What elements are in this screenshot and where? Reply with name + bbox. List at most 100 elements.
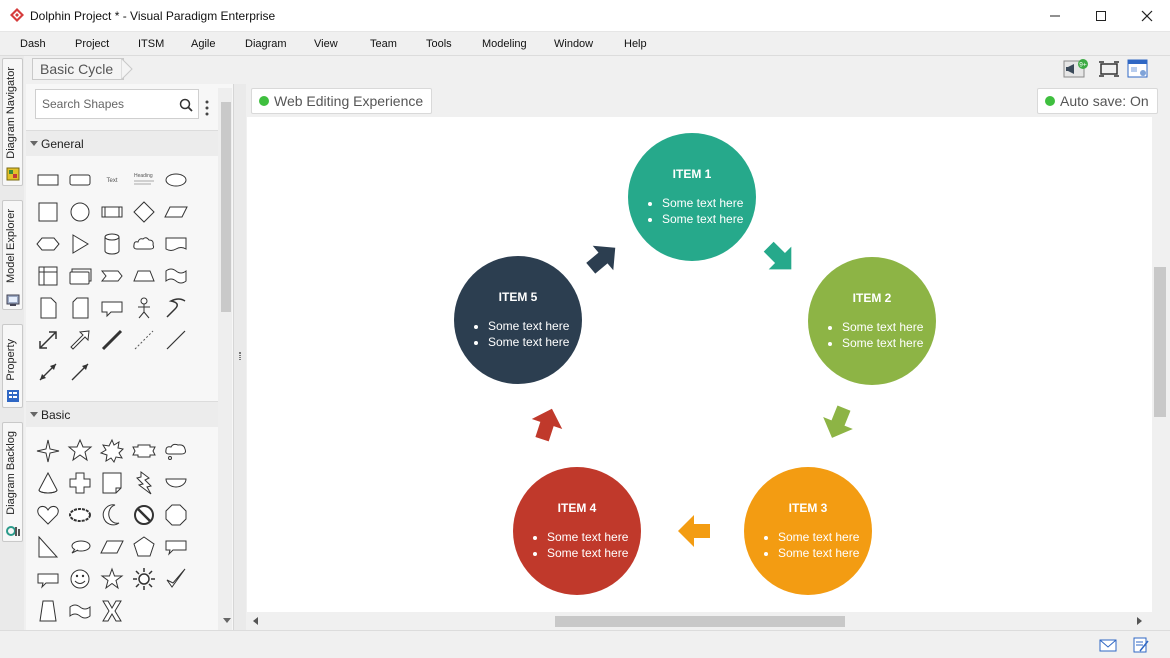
menu-project[interactable]: Project <box>75 38 110 50</box>
menu-itsm[interactable]: ITSM <box>138 38 165 50</box>
heart-shape[interactable] <box>32 499 64 531</box>
cone-shape[interactable] <box>32 467 64 499</box>
parallelogram-shape[interactable] <box>160 196 192 228</box>
notification-button[interactable]: 9+ <box>1063 59 1088 79</box>
moon-shape[interactable] <box>96 499 128 531</box>
scroll-down-arrow-icon[interactable] <box>223 618 231 623</box>
scroll-left-arrow-icon[interactable] <box>253 617 258 625</box>
menu-team[interactable]: Team <box>370 38 397 50</box>
diagram-settings-button[interactable] <box>1127 59 1149 79</box>
ribbon-shape[interactable] <box>128 435 160 467</box>
tab-model-explorer[interactable]: Model Explorer <box>2 200 23 310</box>
cross-shape[interactable] <box>64 467 96 499</box>
block-arrow-shape[interactable] <box>64 324 96 356</box>
menu-diagram[interactable]: Diagram <box>245 38 287 50</box>
tab-property[interactable]: Property <box>2 324 23 408</box>
rounded-rectangle-shape[interactable] <box>64 164 96 196</box>
diagram-canvas[interactable]: ITEM 1 Some text here Some text here ITE… <box>247 117 1152 612</box>
document-shape[interactable] <box>160 228 192 260</box>
cycle-arrow-5-to-1[interactable] <box>575 230 631 286</box>
chevron-shape[interactable] <box>96 260 128 292</box>
scalloped-shape[interactable] <box>64 499 96 531</box>
canvas-vertical-scroll-thumb[interactable] <box>1154 267 1166 417</box>
dashed-line-shape[interactable] <box>128 324 160 356</box>
cloud-shape[interactable] <box>128 228 160 260</box>
diamond-shape[interactable] <box>128 196 160 228</box>
menu-modeling[interactable]: Modeling <box>482 38 527 50</box>
section-general[interactable]: General <box>26 130 218 156</box>
line-shape[interactable] <box>160 324 192 356</box>
mail-icon[interactable] <box>1099 637 1117 653</box>
octagon-shape[interactable] <box>160 499 192 531</box>
rect-callout-shape[interactable] <box>160 531 192 563</box>
speech-bubble-shape[interactable] <box>32 563 64 595</box>
rectangle-shape[interactable] <box>32 164 64 196</box>
search-icon[interactable] <box>179 98 193 112</box>
curve-connector-shape[interactable] <box>160 292 192 324</box>
menu-tools[interactable]: Tools <box>426 38 452 50</box>
web-editing-badge[interactable]: Web Editing Experience <box>251 88 433 114</box>
smiley-shape[interactable] <box>64 563 96 595</box>
heading-shape[interactable]: Heading <box>128 164 160 196</box>
arrow-line-shape[interactable] <box>64 356 96 388</box>
four-point-star-shape[interactable] <box>32 435 64 467</box>
note-shape[interactable] <box>32 292 64 324</box>
menu-window[interactable]: Window <box>554 38 594 50</box>
hexagon-shape[interactable] <box>32 228 64 260</box>
fit-diagram-button[interactable] <box>1098 59 1120 79</box>
canvas-horizontal-scroll-thumb[interactable] <box>555 616 845 627</box>
ellipse-shape[interactable] <box>160 164 192 196</box>
circle-shape[interactable] <box>64 196 96 228</box>
cycle-arrow-4-to-5[interactable] <box>522 399 572 449</box>
folded-corner-shape[interactable] <box>96 467 128 499</box>
canvas-vertical-scrollbar[interactable] <box>1152 117 1168 612</box>
five-point-star-shape[interactable] <box>96 563 128 595</box>
burst-shape[interactable] <box>96 435 128 467</box>
text-shape[interactable]: Text <box>96 164 128 196</box>
cycle-item-2[interactable]: ITEM 2 Some text here Some text here <box>808 257 936 385</box>
cycle-item-4[interactable]: ITEM 4 Some text here Some text here <box>513 467 641 595</box>
trapezoid-shape[interactable] <box>128 260 160 292</box>
cylinder-shape[interactable] <box>96 228 128 260</box>
edit-note-icon[interactable] <box>1132 637 1150 653</box>
table-shape[interactable] <box>32 260 64 292</box>
no-symbol-shape[interactable] <box>128 499 160 531</box>
pentagon-shape[interactable] <box>128 531 160 563</box>
menu-help[interactable]: Help <box>624 38 647 50</box>
skewed-rectangle-shape[interactable] <box>96 531 128 563</box>
cycle-arrow-3-to-4[interactable] <box>674 511 714 551</box>
cycle-item-1[interactable]: ITEM 1 Some text here Some text here <box>628 133 756 261</box>
cycle-arrow-2-to-3[interactable] <box>812 397 864 449</box>
menu-dash[interactable]: Dash <box>20 38 46 50</box>
cycle-item-3[interactable]: ITEM 3 Some text here Some text here <box>744 467 872 595</box>
wave-shape[interactable] <box>160 260 192 292</box>
arrow-both-ends-shape[interactable] <box>32 356 64 388</box>
section-basic[interactable]: Basic <box>26 401 218 427</box>
shapes-panel-scroll-thumb[interactable] <box>221 102 231 312</box>
breadcrumb[interactable]: Basic Cycle <box>32 58 125 80</box>
process-shape[interactable] <box>96 196 128 228</box>
tab-diagram-navigator[interactable]: Diagram Navigator <box>2 58 23 186</box>
tall-trapezoid-shape[interactable] <box>32 595 64 627</box>
search-shapes-input[interactable] <box>42 96 178 112</box>
thick-line-shape[interactable] <box>96 324 128 356</box>
sun-shape[interactable] <box>128 563 160 595</box>
callout-shape[interactable] <box>96 292 128 324</box>
cycle-arrow-1-to-2[interactable] <box>752 230 809 287</box>
panel-splitter[interactable] <box>234 84 246 630</box>
x-shape[interactable] <box>96 595 128 627</box>
more-options-icon[interactable] <box>204 99 210 117</box>
scroll-right-arrow-icon[interactable] <box>1137 617 1142 625</box>
actor-shape[interactable] <box>128 292 160 324</box>
canvas-horizontal-scrollbar[interactable] <box>247 612 1152 630</box>
half-circle-shape[interactable] <box>160 467 192 499</box>
tab-diagram-backlog[interactable]: Diagram Backlog <box>2 422 23 542</box>
star-shape[interactable] <box>64 435 96 467</box>
menu-view[interactable]: View <box>314 38 338 50</box>
square-shape[interactable] <box>32 196 64 228</box>
maximize-button[interactable] <box>1078 0 1124 31</box>
checkmark-shape[interactable] <box>160 563 192 595</box>
triangle-shape[interactable] <box>64 228 96 260</box>
cloud-callout-shape[interactable] <box>160 435 192 467</box>
close-button[interactable] <box>1124 0 1170 31</box>
